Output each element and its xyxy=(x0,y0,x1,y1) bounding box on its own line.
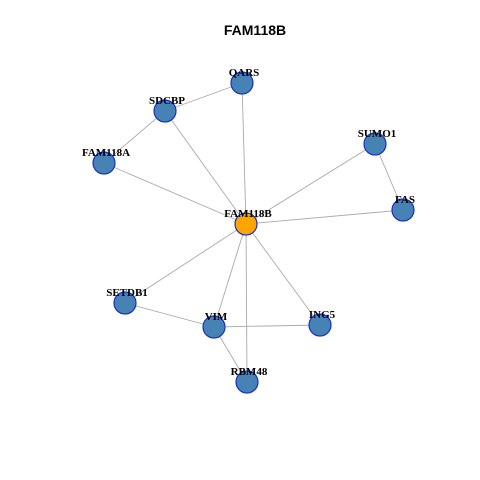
edge-fam118b-vim xyxy=(213,223,247,328)
edge-layer xyxy=(103,82,404,383)
node-setdb1 xyxy=(113,291,137,315)
node-ing5 xyxy=(308,313,332,337)
node-label-vim: VIM xyxy=(205,311,228,323)
edge-fam118b-rbm48 xyxy=(245,223,248,383)
node-sumo1 xyxy=(363,132,387,156)
edge-sdcbp-qars xyxy=(164,82,243,112)
edge-fam118b-fas xyxy=(245,209,404,225)
edge-fam118b-ing5 xyxy=(245,223,321,326)
node-label-fas: FAS xyxy=(395,194,415,206)
node-label-rbm48: RBM48 xyxy=(231,366,268,378)
graph-title: FAM118B xyxy=(224,22,286,38)
edge-sumo1-fas xyxy=(374,143,404,211)
node-label-fam118a: FAM118A xyxy=(82,147,130,159)
edge-fam118b-sumo1 xyxy=(245,143,376,225)
edge-setdb1-vim xyxy=(124,302,215,328)
node-label-fam118b: FAM118B xyxy=(224,208,272,220)
node-vim xyxy=(202,315,226,339)
node-sdcbp xyxy=(153,99,177,123)
node-qars xyxy=(230,71,254,95)
node-label-sumo1: SUMO1 xyxy=(358,128,397,140)
node-fam118b xyxy=(234,212,258,236)
edge-vim-ing5 xyxy=(213,324,321,328)
node-label-sdcbp: SDCBP xyxy=(149,95,185,107)
edge-sdcbp-fam118a xyxy=(103,110,166,164)
edge-fam118b-qars xyxy=(241,82,247,225)
node-fam118a xyxy=(92,151,116,175)
edge-fam118b-sdcbp xyxy=(164,110,247,225)
node-rbm48 xyxy=(235,370,259,394)
node-layer xyxy=(92,71,415,394)
node-fas xyxy=(391,198,415,222)
node-label-setdb1: SETDB1 xyxy=(106,287,148,299)
edge-fam118b-setdb1 xyxy=(124,223,247,304)
node-label-qars: QARS xyxy=(229,67,260,79)
node-label-ing5: ING5 xyxy=(309,309,336,321)
edge-fam118b-fam118a xyxy=(103,162,247,225)
